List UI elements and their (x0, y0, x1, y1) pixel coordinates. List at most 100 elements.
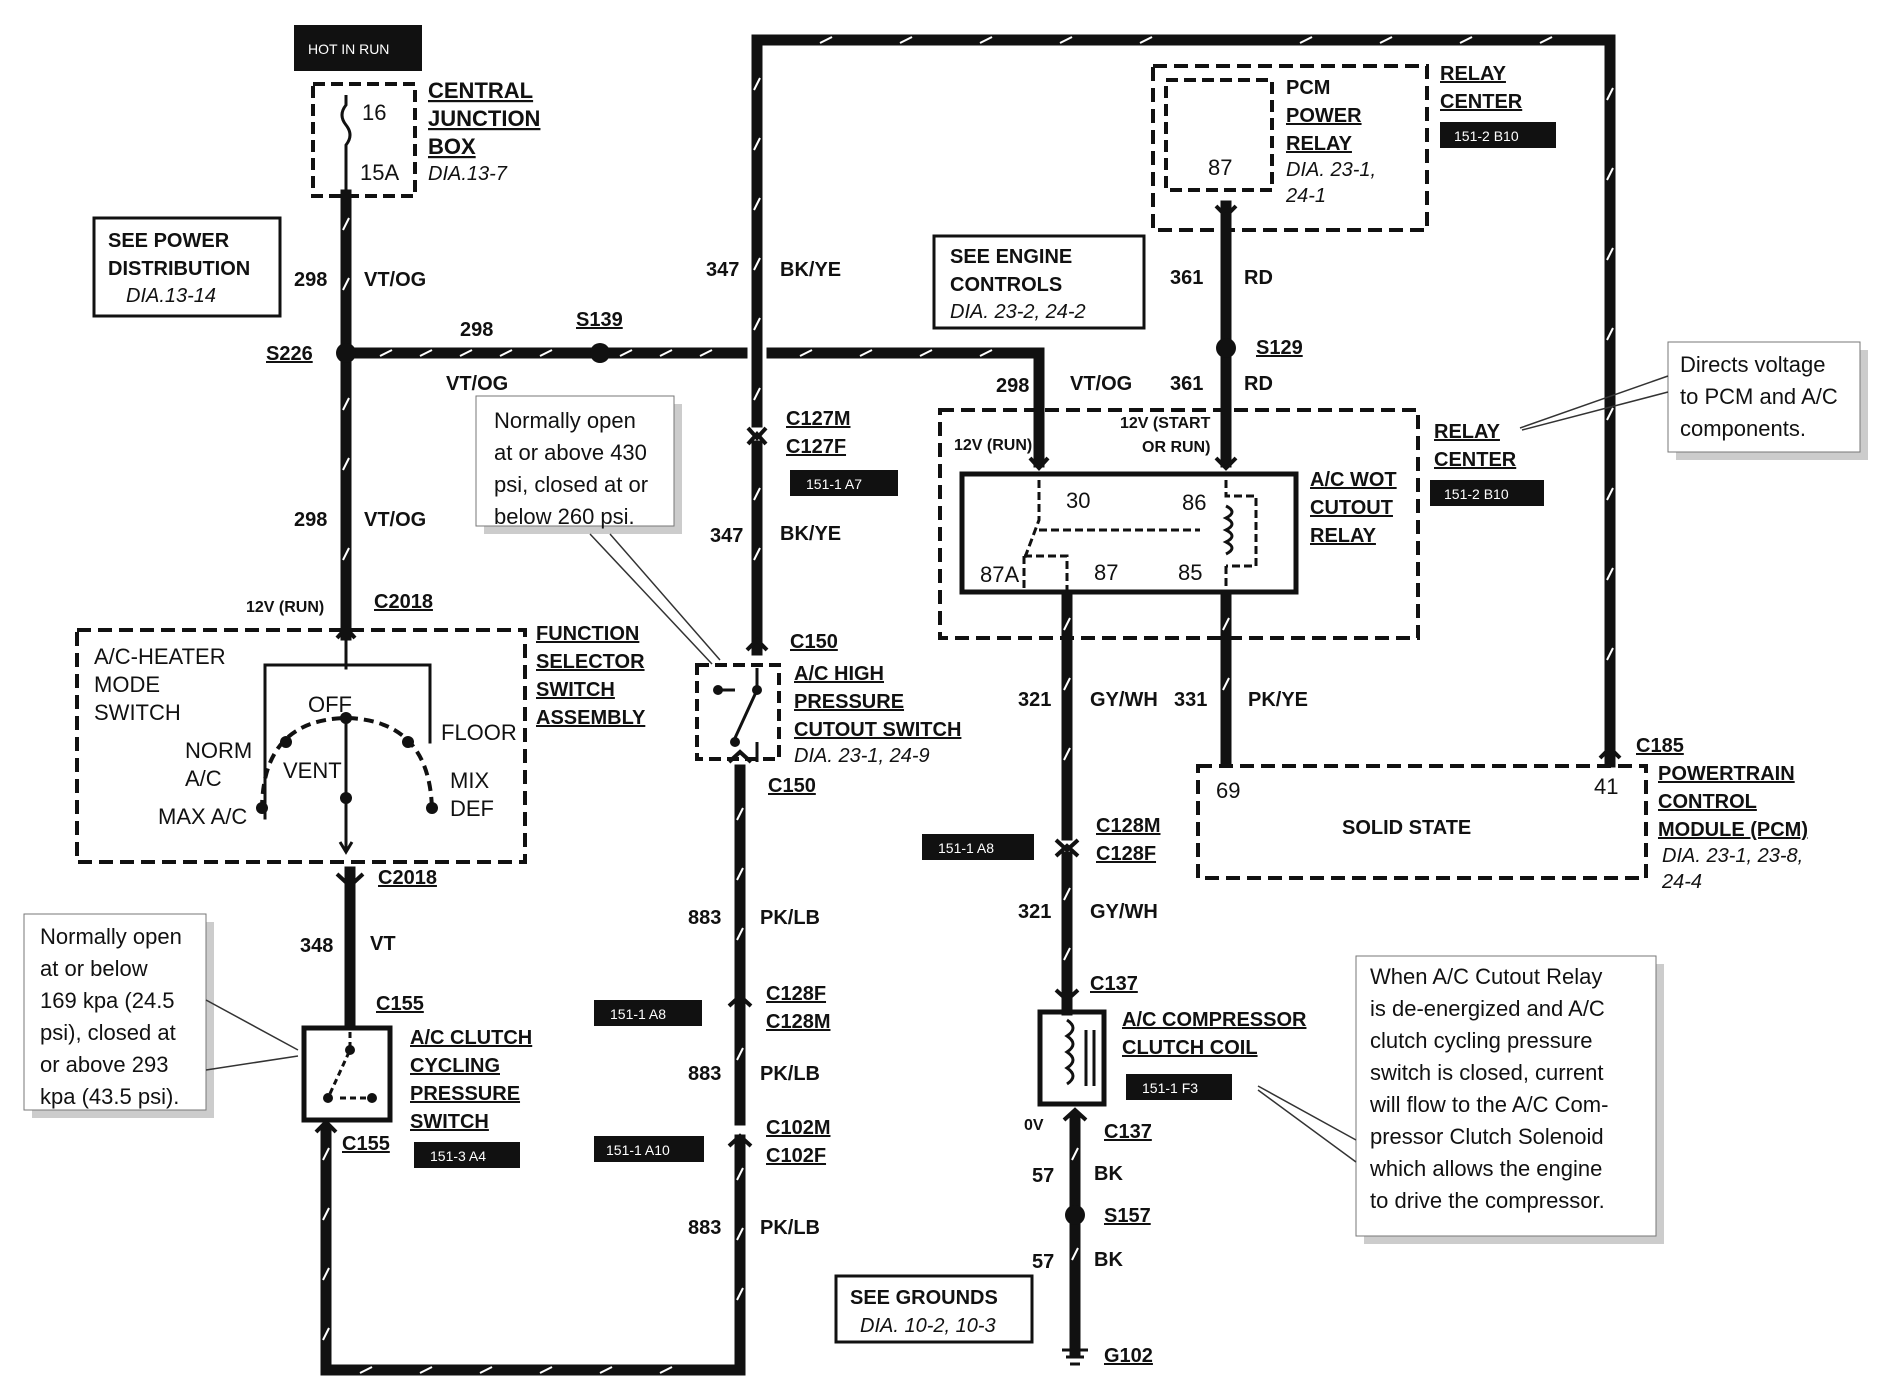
mode-switch-title-1: A/C-HEATER (94, 644, 226, 669)
grounds-dia: DIA. 10-2, 10-3 (860, 1315, 996, 1337)
pcm-relay-dia-2: 24-1 (1285, 185, 1326, 207)
wot-relay-run-label: 12V (RUN) (954, 437, 1032, 454)
compressor-voltage: 0V (1024, 1117, 1044, 1134)
w883a-color: PK/LB (760, 907, 820, 929)
clutch-switch-tag: 151-3 A4 (430, 1148, 486, 1164)
position-floor: FLOOR (441, 720, 517, 745)
wire-labels: 298 VT/OG 298 VT/OG 298 VT/OG 298 VT/OG … (294, 259, 1308, 1273)
w331-num: 331 (1174, 689, 1207, 711)
compressor-coil-winding (1064, 1018, 1096, 1086)
clutch-note-3: 169 kpa (24.5 (40, 988, 175, 1013)
w883c-color: PK/LB (760, 1217, 820, 1239)
power-distribution-line-1: SEE POWER (108, 230, 230, 252)
w57b-num: 57 (1032, 1251, 1054, 1273)
hp-switch-title-1: A/C HIGH (794, 663, 884, 685)
relay-note-2: is de-energized and A/C (1370, 996, 1605, 1021)
splice-s139-dot (590, 343, 610, 363)
w298c-num: 298 (294, 509, 327, 531)
engine-controls-box (932, 234, 1146, 330)
engine-controls-dia: DIA. 23-2, 24-2 (950, 301, 1086, 323)
junction-box-title-1: CENTRAL (428, 78, 533, 103)
w321a-num: 321 (1018, 689, 1051, 711)
pcm-title-2: CONTROL (1658, 791, 1757, 813)
w347a-color: BK/YE (780, 259, 841, 281)
hot-in-run-label: HOT IN RUN (308, 41, 389, 57)
position-max-ac: MAX A/C (158, 804, 247, 829)
label-s226: S226 (266, 343, 313, 365)
w298d-color: VT/OG (1070, 373, 1132, 395)
pcm-relay-outer (1151, 64, 1429, 232)
wire-883 (320, 764, 746, 1376)
label-c128f: C128F (766, 983, 826, 1005)
pcm-relay-dia-1: DIA. 23-1, (1286, 159, 1376, 181)
wot-relay-start-label-2: OR RUN) (1142, 439, 1210, 456)
wot-relay-pin-86: 86 (1182, 490, 1206, 515)
pcm-pin-69: 69 (1216, 778, 1240, 803)
clutch-switch-contact (326, 1032, 372, 1100)
compressor-title-1: A/C COMPRESSOR (1122, 1009, 1307, 1031)
wot-relay-body (959, 471, 1299, 595)
splice-s129-dot (1216, 338, 1236, 358)
pcm-note-1: Directs voltage (1680, 352, 1826, 377)
relay-note-5: will flow to the A/C Com- (1369, 1092, 1608, 1117)
junction-box-outline (311, 82, 417, 198)
wire-298-bus-right (766, 347, 1045, 468)
w361a-color: RD (1244, 267, 1273, 289)
function-selector-outline (75, 628, 527, 864)
wot-relay-start-label-1: 12V (START (1120, 415, 1211, 432)
w331-color: PK/YE (1248, 689, 1308, 711)
w321a-color: GY/WH (1090, 689, 1158, 711)
w347b-num: 347 (710, 525, 743, 547)
label-c137-a: C137 (1090, 973, 1138, 995)
position-ac: A/C (185, 766, 222, 791)
w361a-num: 361 (1170, 267, 1203, 289)
wot-relay-pin-30: 30 (1066, 488, 1090, 513)
function-selector-run-label: 12V (RUN) (246, 599, 324, 616)
wot-relay-title-1: A/C WOT (1310, 469, 1397, 491)
wot-relay-coil (1222, 504, 1234, 556)
function-selector-title-1: FUNCTION (536, 623, 639, 645)
w57a-color: BK (1094, 1163, 1123, 1185)
relay-center-top-tag-bg (1440, 122, 1556, 148)
relay-center-mid-tag-bg (1430, 480, 1544, 506)
function-selector-title-2: SELECTOR (536, 651, 645, 673)
clutch-switch-title-2: CYCLING (410, 1055, 500, 1077)
clutch-note-5: or above 293 (40, 1052, 168, 1077)
relay-note-3: clutch cycling pressure (1370, 1028, 1593, 1053)
w298c-color: VT/OG (364, 509, 426, 531)
clutch-switch-tag-bg (414, 1142, 520, 1168)
relay-note-7: which allows the engine (1369, 1156, 1602, 1181)
position-vent: VENT (283, 758, 342, 783)
pcm-title-1: POWERTRAIN (1658, 763, 1795, 785)
clutch-note-4: psi), closed at (40, 1020, 176, 1045)
clutch-switch-outline (301, 1025, 393, 1123)
w298d-num: 298 (996, 375, 1029, 397)
junction-box-dia: DIA.13-7 (428, 163, 508, 185)
tag-c128-right: 151-1 A8 (938, 840, 994, 856)
junction-box-title-2: JUNCTION (428, 106, 540, 131)
fuse-icon (340, 95, 352, 196)
compressor-title-2: CLUTCH COIL (1122, 1037, 1258, 1059)
pcm-note-2: to PCM and A/C (1680, 384, 1838, 409)
w321b-color: GY/WH (1090, 901, 1158, 923)
label-c127f: C127F (786, 436, 846, 458)
position-norm: NORM (185, 738, 252, 763)
wire-347-to-pcm (751, 34, 1616, 768)
connector-labels: C2018 C2018 C155 C155 C127M C127F 151-1 … (266, 309, 1684, 1367)
label-c2018-b: C2018 (378, 867, 437, 889)
pcm-voltage-note: Directs voltage to PCM and A/C component… (1519, 341, 1868, 460)
position-mix: MIX (450, 768, 489, 793)
hp-switch-title-2: PRESSURE (794, 691, 904, 713)
label-c128m-right: C128M (1096, 815, 1160, 837)
hp-note-2: at or above 430 (494, 440, 647, 465)
mode-switch-title-3: SWITCH (94, 700, 181, 725)
relay-center-top-tag: 151-2 B10 (1454, 128, 1519, 144)
compressor-tag-bg (1126, 1074, 1232, 1100)
w321b-num: 321 (1018, 901, 1051, 923)
relay-center-mid-title-1: RELAY (1434, 421, 1501, 443)
relay-center-mid-tag: 151-2 B10 (1444, 486, 1509, 502)
w348-color: VT (370, 933, 396, 955)
power-distribution-line-2: DISTRIBUTION (108, 258, 250, 280)
